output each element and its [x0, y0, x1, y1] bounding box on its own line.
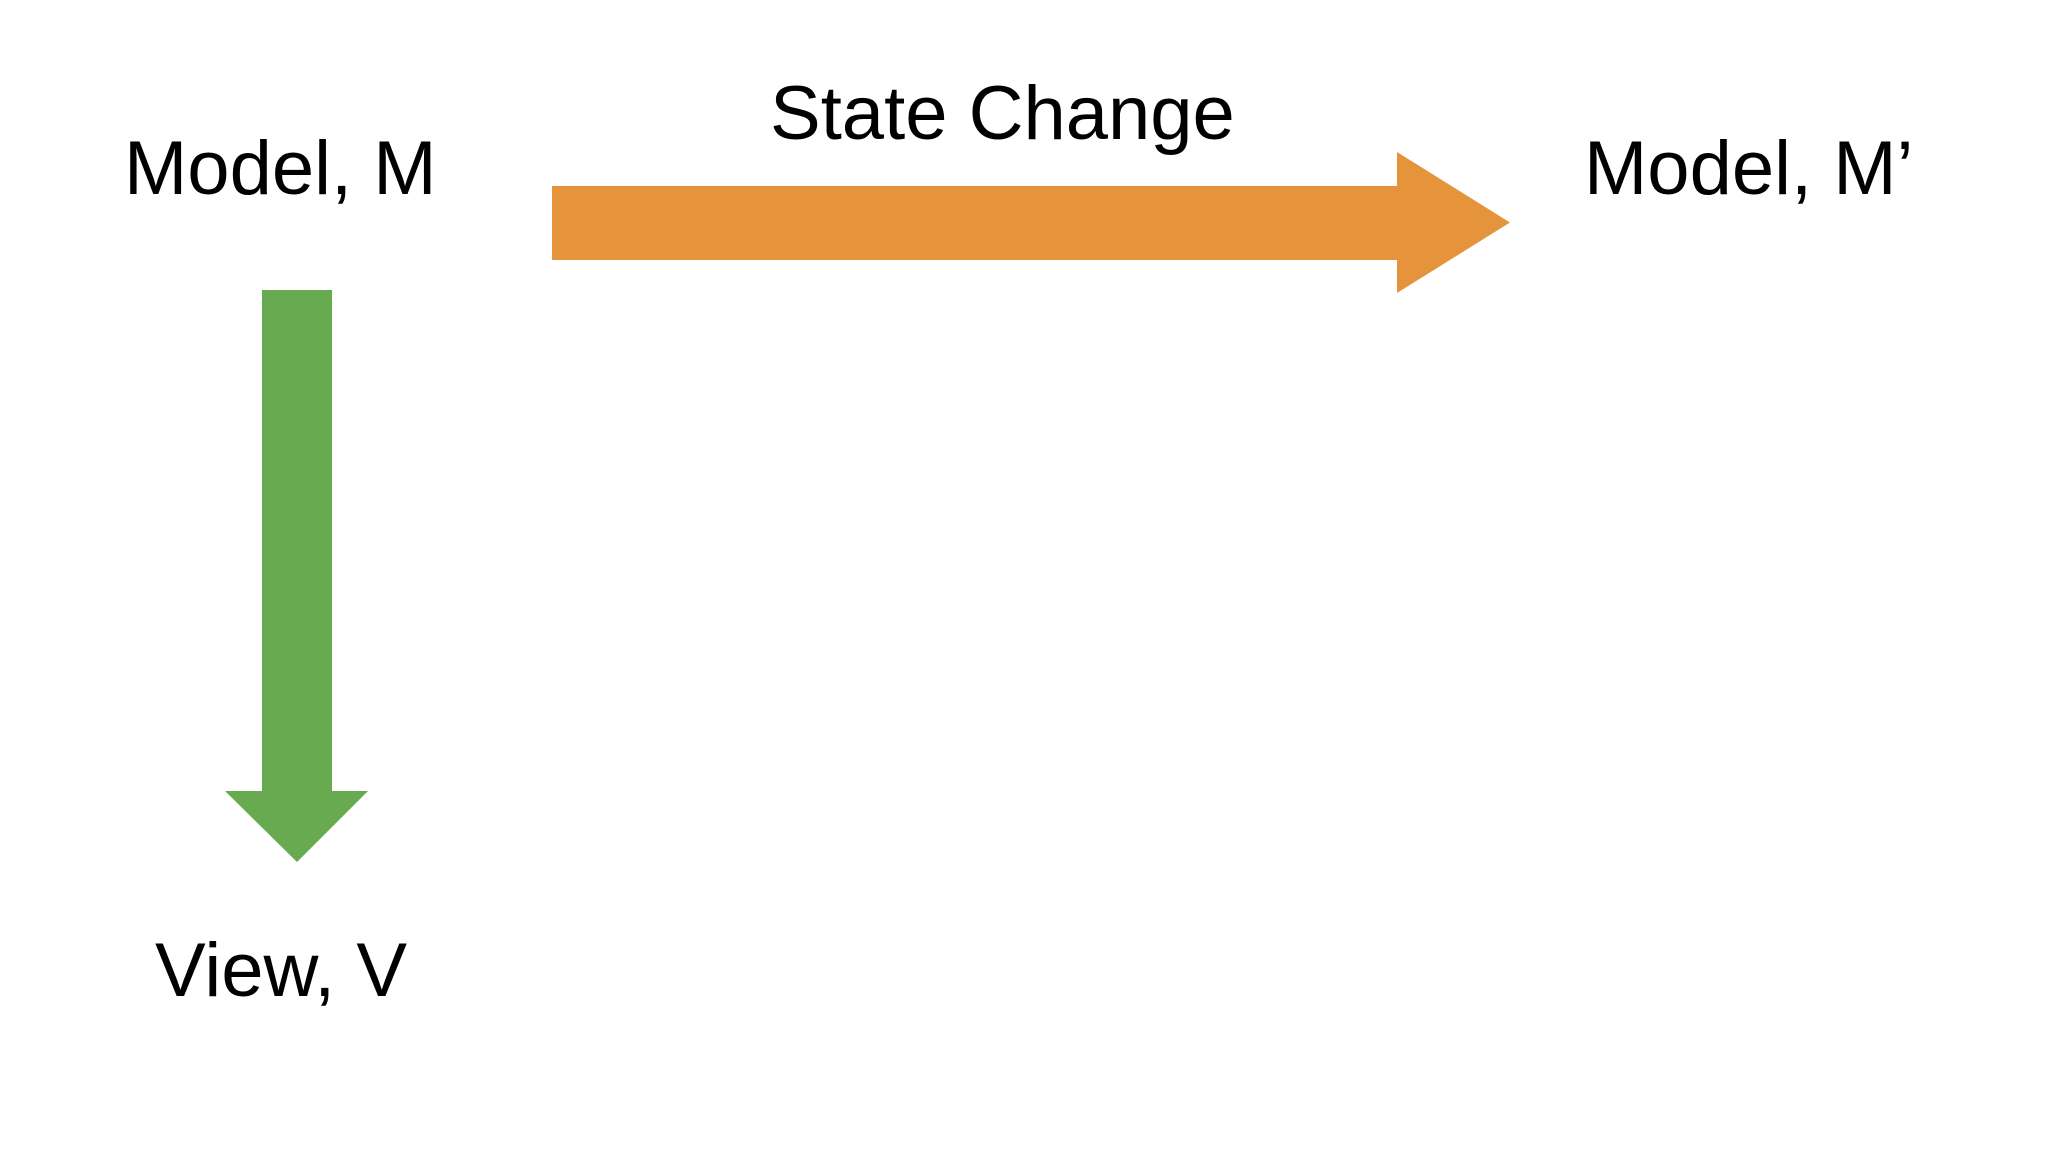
down-arrow-shape [225, 290, 368, 862]
node-label-model-m: Model, M [124, 126, 437, 211]
right-arrow-shape [552, 152, 1510, 293]
edge-label-state-change: State Change [770, 71, 1235, 156]
right-arrow-icon [552, 152, 1510, 293]
node-label-model-m-prime: Model, M’ [1584, 126, 1914, 211]
node-label-view-v: View, V [155, 928, 408, 1013]
down-arrow-icon [225, 290, 368, 862]
